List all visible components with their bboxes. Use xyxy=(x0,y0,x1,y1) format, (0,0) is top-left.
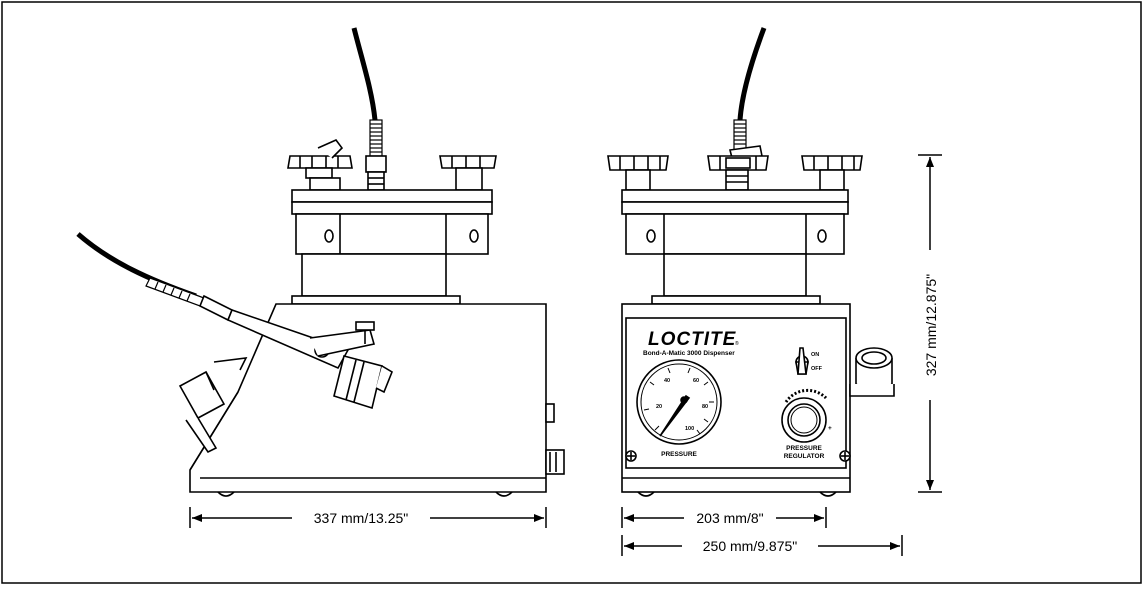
side-foot-left xyxy=(217,491,235,497)
pressure-gauge xyxy=(636,359,722,445)
side-lid-bolt-left xyxy=(324,229,334,243)
gauge-tick-100: 100 xyxy=(685,426,694,432)
side-width-dimension: 337 mm/13.25" xyxy=(189,507,547,528)
regulator-plus: + xyxy=(828,425,832,432)
side-width-label: 337 mm/13.25" xyxy=(314,510,408,526)
regulator-label-line2: REGULATOR xyxy=(784,453,825,460)
regulator-label-line1: PRESSURE xyxy=(786,445,822,452)
side-valve-body xyxy=(333,355,383,410)
front-left-knob xyxy=(607,155,669,191)
front-lid-bolt-right xyxy=(817,229,827,243)
brand-logo: LOCTITE xyxy=(648,329,737,350)
side-air-cable xyxy=(351,27,379,151)
front-outer-width-dimension: 250 mm/9.875" xyxy=(621,535,903,556)
panel-screw-left xyxy=(625,450,637,462)
switch-off-label: OFF xyxy=(811,366,823,372)
height-label: 327 mm/12.875" xyxy=(923,274,939,376)
front-view xyxy=(607,27,895,497)
side-fitting xyxy=(365,155,387,173)
front-inner-width-dimension: 203 mm/8" xyxy=(621,507,827,528)
side-right-knob xyxy=(439,155,497,191)
gauge-tick-40: 40 xyxy=(664,378,670,384)
height-dimension: 327 mm/12.875" xyxy=(918,154,942,493)
front-inner-width-label: 203 mm/8" xyxy=(696,510,763,526)
switch-on-label: ON xyxy=(811,352,819,358)
front-foot-left xyxy=(637,491,655,497)
regulator-scale xyxy=(784,388,828,403)
side-reservoir xyxy=(301,253,447,297)
front-foot-right xyxy=(819,491,837,497)
side-connector-lower xyxy=(545,449,565,475)
front-lid-body xyxy=(625,213,845,255)
side-lid-body xyxy=(295,213,489,255)
gauge-needle xyxy=(659,394,691,437)
side-left-knob xyxy=(287,139,353,191)
on-off-switch[interactable] xyxy=(795,347,809,375)
side-connector-upper xyxy=(545,403,555,423)
front-outer-width-label: 250 mm/9.875" xyxy=(703,538,797,554)
panel-screw-right xyxy=(839,450,851,462)
side-lid-bolt-right xyxy=(469,229,479,243)
side-cable-spring xyxy=(369,119,383,157)
side-foot-right xyxy=(495,491,513,497)
front-air-cable xyxy=(737,27,767,140)
front-lid-top xyxy=(621,189,849,203)
side-view xyxy=(76,27,565,497)
gauge-tick-60: 60 xyxy=(693,378,699,384)
model-name: Bond-A-Matic 3000 Dispenser xyxy=(643,350,735,357)
front-right-knob xyxy=(801,155,863,191)
side-dispense-hose xyxy=(76,232,197,299)
front-center-knob xyxy=(707,155,769,191)
front-cable-spring xyxy=(733,119,747,151)
brand-registered: ® xyxy=(735,340,739,347)
front-reservoir xyxy=(663,253,807,297)
pressure-regulator-knob[interactable] xyxy=(781,388,828,443)
front-panel-text: LOCTITE ® Bond-A-Matic 3000 Dispenser ON… xyxy=(643,329,832,460)
gauge-tick-80: 80 xyxy=(702,404,708,410)
side-gauge-profile xyxy=(178,370,226,454)
front-side-cup xyxy=(849,347,895,397)
side-hose-spring xyxy=(145,277,205,307)
gauge-label: PRESSURE xyxy=(661,451,697,458)
side-lid-top xyxy=(291,189,493,203)
front-lid-bolt-left xyxy=(646,229,656,243)
gauge-tick-20: 20 xyxy=(656,404,662,410)
